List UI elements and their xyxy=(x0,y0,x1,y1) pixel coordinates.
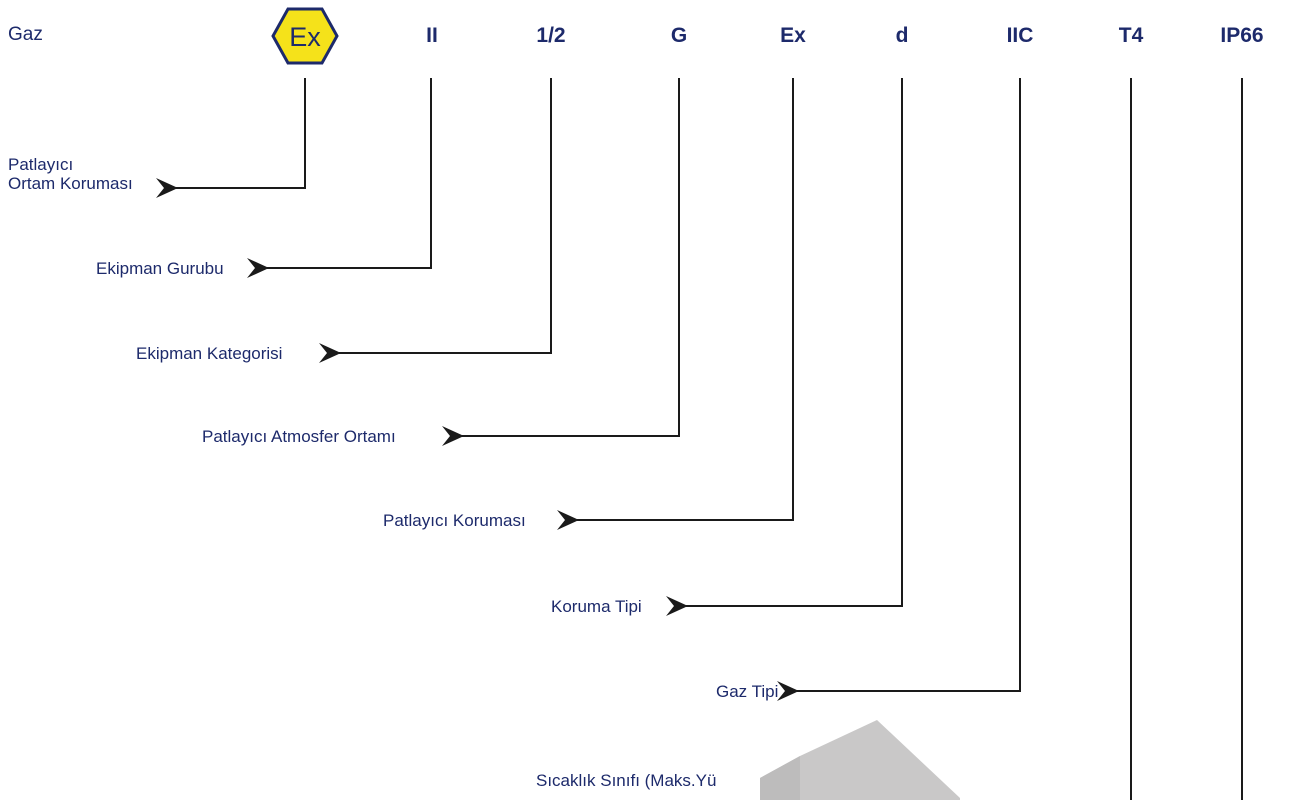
connector-explosive-protection xyxy=(557,78,794,530)
code-gas-type: IIC xyxy=(1006,24,1034,47)
connector-atmosphere xyxy=(442,78,680,446)
connector-gas-type xyxy=(777,78,1021,701)
label-ex-protection: Patlayıcı Ortam Koruması xyxy=(8,155,133,193)
code-protection-type: d xyxy=(895,24,909,47)
label-equipment-category: Ekipman Kategorisi xyxy=(136,344,283,363)
code-temperature-class: T4 xyxy=(1118,24,1144,47)
label-equipment-group: Ekipman Gurubu xyxy=(96,259,224,278)
label-explosive-atmosphere: Patlayıcı Atmosfer Ortamı xyxy=(202,427,396,446)
code-explosive-protection: Ex xyxy=(780,24,806,47)
label-temperature-class: Sıcaklık Sınıfı (Maks.Yü xyxy=(536,771,717,790)
connector-equipment-group xyxy=(247,78,432,278)
code-atmosphere: G xyxy=(670,24,688,47)
grey-overlay-shape xyxy=(760,720,960,800)
ex-hexagon-icon: Ex xyxy=(271,7,339,65)
label-protection-type: Koruma Tipi xyxy=(551,597,642,616)
label-explosive-protection: Patlayıcı Koruması xyxy=(383,511,526,530)
connector-protection-type xyxy=(666,78,903,616)
connector-equipment-category xyxy=(319,78,552,363)
connector-ex-protection xyxy=(156,78,306,198)
ex-symbol-text: Ex xyxy=(289,22,321,52)
label-gas-type: Gaz Tipi xyxy=(716,682,779,701)
code-equipment-group: II xyxy=(426,24,438,47)
label-ex-protection-line1: Patlayıcı xyxy=(8,155,74,174)
label-ex-protection-line2: Ortam Koruması xyxy=(8,174,133,193)
code-ip-rating: IP66 xyxy=(1220,24,1264,47)
code-equipment-category: 1/2 xyxy=(536,24,566,47)
row-label-gaz: Gaz xyxy=(8,24,43,45)
